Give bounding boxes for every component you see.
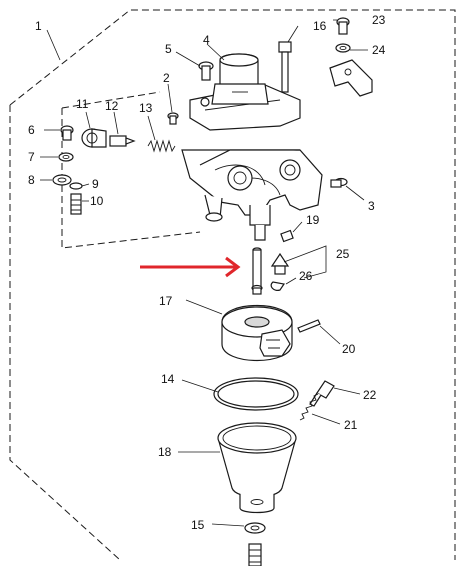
pilot-screw-12 [109,135,136,147]
callout-25: 25 [336,247,350,261]
emulsion-tube [251,247,263,295]
o-ring-9 [69,182,83,190]
red-pointer-arrow [140,256,241,278]
cap-11 [81,128,107,148]
callout-24: 24 [372,43,386,57]
float-17 [221,305,293,361]
callout-10: 10 [90,194,104,208]
side-bracket [329,59,373,97]
callout-18: 18 [158,445,172,459]
main-jet-19 [280,229,294,243]
needle-valve-25 [270,252,290,275]
washer-8 [52,174,72,186]
screw-5 [198,61,214,81]
callout-5: 5 [165,42,172,56]
screw-2 [167,112,179,125]
callout-26: 26 [299,269,313,283]
screw-16 [278,41,292,93]
bolt-6 [60,125,74,141]
callout-2: 2 [163,71,170,85]
callout-6: 6 [28,123,35,137]
solenoid-valve [211,53,269,105]
callout-15: 15 [191,518,205,532]
callout-12: 12 [105,99,119,113]
spring-13 [147,139,176,153]
callout-21: 21 [344,418,358,432]
gasket-14 [213,377,299,411]
screw-23 [336,17,350,35]
washer-7 [58,152,74,162]
spring-21 [299,393,319,421]
callout-19: 19 [306,213,320,227]
callout-7: 7 [28,150,35,164]
callout-13: 13 [139,101,153,115]
washer-24 [335,43,351,53]
callout-9: 9 [92,177,99,191]
float-bowl-18 [217,422,297,514]
bowl-bolt [248,543,262,566]
leader-lines [40,19,368,527]
screw-3 [330,177,348,188]
callout-16: 16 [313,19,327,33]
assembly-boundary [9,9,456,561]
callout-8: 8 [28,173,35,187]
inner-assembly-boundary [61,91,201,249]
drain-screw-10 [70,193,82,215]
callout-22: 22 [363,388,377,402]
callout-11: 11 [76,97,89,111]
callout-14: 14 [161,372,175,386]
callout-3: 3 [368,199,375,213]
drain-screw-22 [309,380,335,407]
callout-23: 23 [372,13,386,27]
clip-26 [270,281,286,291]
callout-17: 17 [159,294,173,308]
callout-1: 1 [35,19,42,33]
callout-4: 4 [203,33,210,47]
carburetor-body [181,149,323,241]
float-pin-20 [297,319,321,333]
washer-15 [244,522,266,534]
callout-20: 20 [342,342,356,356]
